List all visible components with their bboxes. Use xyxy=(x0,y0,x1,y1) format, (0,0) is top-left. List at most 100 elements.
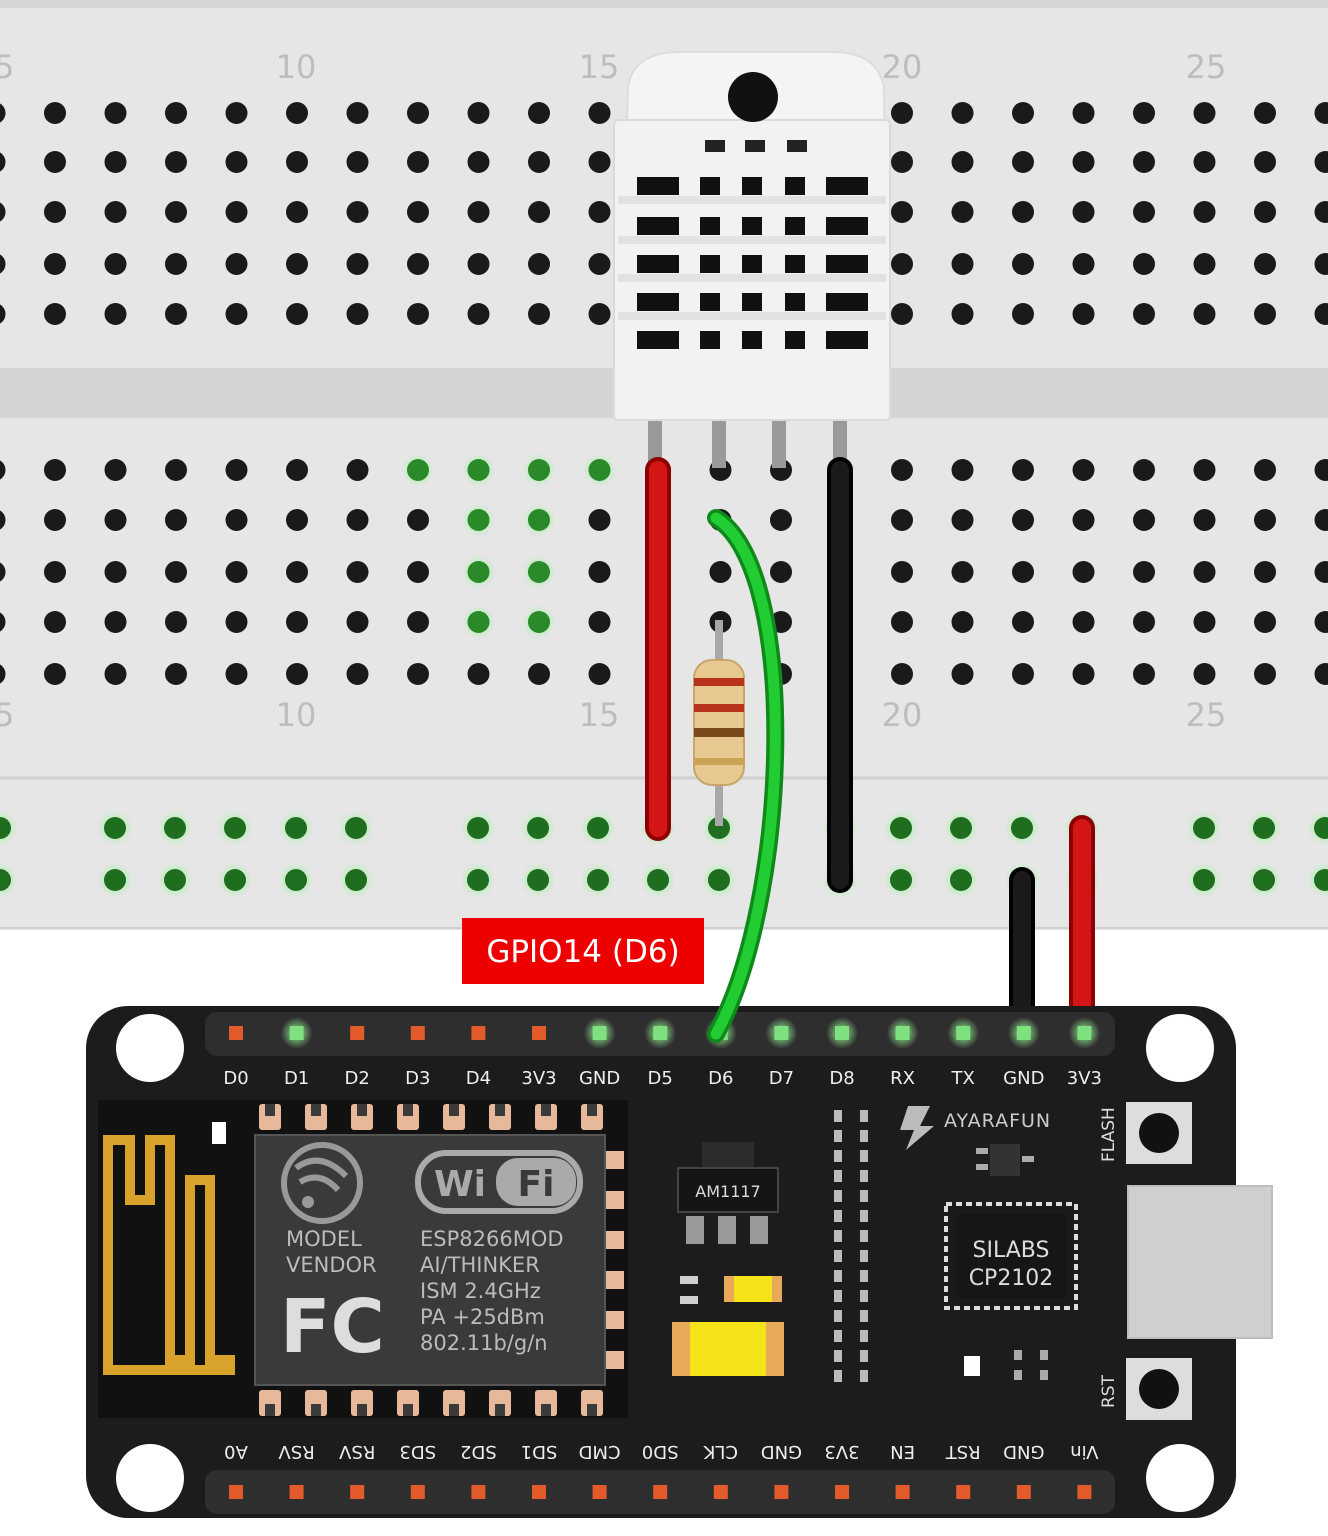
grille-slot xyxy=(742,331,762,349)
rail-hole xyxy=(467,869,489,891)
breadboard-hole xyxy=(0,202,6,222)
breadboard-hole xyxy=(225,253,248,275)
breadboard-hole xyxy=(286,561,308,583)
esp-band-text: ISM 2.4GHz xyxy=(420,1279,541,1303)
top-pin-label: D8 xyxy=(829,1068,854,1089)
pad xyxy=(860,1370,868,1382)
breadboard-hole xyxy=(407,663,429,685)
bottom-pin-row xyxy=(229,1485,1092,1499)
header-pin xyxy=(1016,1485,1031,1499)
grille-slot xyxy=(637,217,679,235)
breadboard-hole xyxy=(1072,459,1095,481)
breadboard-hole xyxy=(407,303,429,325)
breadboard-hole xyxy=(44,509,66,531)
breadboard-hole xyxy=(588,303,611,325)
breadboard-hole xyxy=(1314,253,1328,275)
top-pin-label: D7 xyxy=(769,1068,794,1089)
breadboard-hole xyxy=(44,102,66,124)
breadboard-hole xyxy=(346,459,369,481)
esp-pad xyxy=(397,1390,419,1416)
breadboard-hole xyxy=(44,201,66,223)
breadboard-hole xyxy=(104,151,127,173)
esp-maker-text: AI/THINKER xyxy=(420,1253,540,1277)
bottom-pin-label: SD1 xyxy=(521,1441,558,1462)
header-pin xyxy=(229,1026,243,1040)
header-pin xyxy=(532,1026,546,1040)
grille-slot xyxy=(826,177,868,195)
rail-hole xyxy=(587,869,609,891)
sensor-pin xyxy=(648,418,662,468)
pad xyxy=(834,1190,842,1202)
breadboard-hole xyxy=(1314,151,1328,173)
grille-slot xyxy=(705,140,725,152)
breadboard-hole xyxy=(467,459,490,481)
breadboard-hole xyxy=(588,663,611,685)
breadboard-hole xyxy=(1193,102,1216,124)
breadboard-hole xyxy=(1012,151,1034,173)
pad xyxy=(834,1290,842,1302)
grille-slot xyxy=(785,177,805,195)
breadboard-hole xyxy=(951,303,974,325)
pad xyxy=(834,1330,842,1342)
top-pin-label: GND xyxy=(579,1068,620,1089)
rail-hole xyxy=(1314,869,1328,891)
grille-slot xyxy=(637,293,679,311)
rail-hole xyxy=(285,817,307,839)
pad xyxy=(860,1250,868,1262)
breadboard-hole xyxy=(286,151,308,173)
mounting-hole xyxy=(116,1444,184,1512)
breadboard-hole xyxy=(1133,509,1155,531)
pad xyxy=(860,1230,868,1242)
breadboard-hole xyxy=(1254,253,1276,275)
chip-label-line1: SILABS xyxy=(973,1238,1050,1263)
column-number: 20 xyxy=(882,48,923,86)
breadboard-hole xyxy=(1314,611,1328,633)
breadboard-hole xyxy=(44,561,66,583)
breadboard-hole xyxy=(165,253,187,275)
breadboard-hole xyxy=(528,561,550,583)
sensor-pin xyxy=(833,418,847,468)
grille-slot xyxy=(742,177,762,195)
breadboard-hole xyxy=(1133,663,1155,685)
header-pin xyxy=(956,1026,971,1040)
breadboard-hole xyxy=(528,611,550,633)
breadboard-hole xyxy=(1193,509,1216,531)
header-pin xyxy=(1016,1026,1031,1040)
header-pin xyxy=(289,1026,304,1040)
grille-slot xyxy=(637,331,679,349)
breadboard-holes xyxy=(0,102,1328,685)
breadboard-hole xyxy=(588,459,611,481)
breadboard-hole xyxy=(1072,611,1095,633)
top-pin-label: D4 xyxy=(466,1068,491,1089)
bottom-pin-label: GND xyxy=(1003,1441,1044,1462)
breadboard-hole xyxy=(1254,201,1276,223)
bottom-pin-label: EN xyxy=(890,1441,915,1462)
breadboard-hole xyxy=(1072,509,1095,531)
esp-pad xyxy=(443,1104,465,1130)
header-pin xyxy=(410,1026,425,1040)
header-pin xyxy=(1077,1485,1092,1499)
breadboard-hole xyxy=(891,459,913,481)
esp-pad-hole xyxy=(357,1104,367,1116)
usb-port[interactable] xyxy=(1127,1185,1273,1339)
breadboard-hole xyxy=(104,253,127,275)
breadboard-hole xyxy=(891,611,913,633)
breadboard-hole xyxy=(588,253,611,275)
breadboard-hole xyxy=(467,253,490,275)
breadboard-hole xyxy=(0,103,6,123)
bottom-pin-label: GND xyxy=(761,1441,802,1462)
breadboard-hole xyxy=(286,663,308,685)
column-number: 5 xyxy=(0,696,14,734)
breadboard-hole xyxy=(165,561,187,583)
breadboard-hole xyxy=(1193,561,1216,583)
rail-hole xyxy=(104,817,126,839)
header-pin xyxy=(895,1026,910,1040)
bottom-pin-label: Vin xyxy=(1070,1441,1098,1462)
rail-hole xyxy=(950,817,972,839)
bottom-pin-label: A0 xyxy=(224,1441,248,1462)
rst-label: RST xyxy=(1099,1374,1119,1408)
wires xyxy=(645,457,1095,1045)
pad xyxy=(834,1370,842,1382)
grille-bar xyxy=(618,312,886,320)
